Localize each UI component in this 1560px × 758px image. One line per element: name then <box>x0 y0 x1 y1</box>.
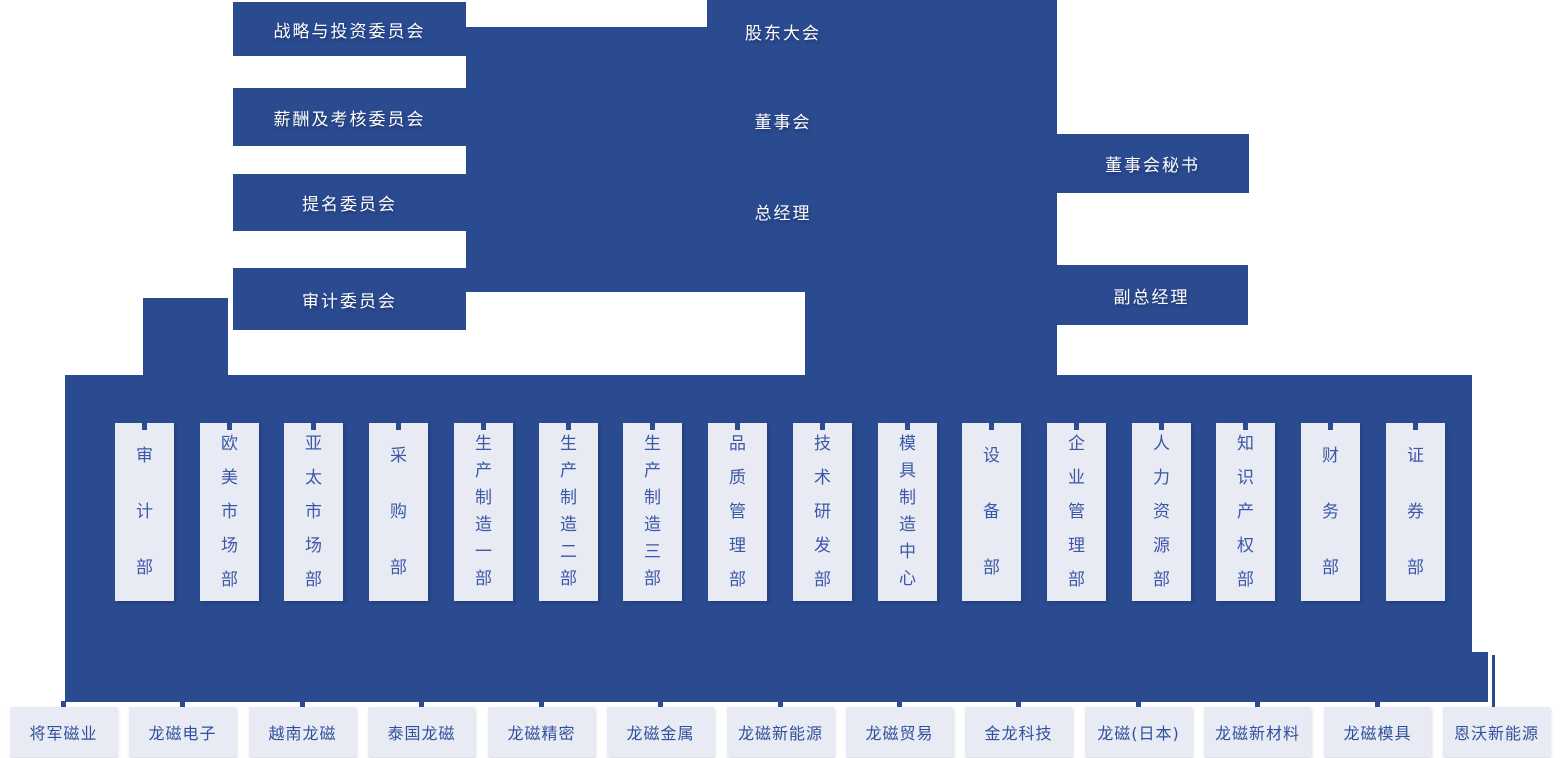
band-right-step <box>1472 652 1488 702</box>
node-board-of-directors: 董事会 <box>754 113 812 133</box>
subsidiary-connector-tick <box>897 701 902 707</box>
department-connector-tick <box>735 423 740 430</box>
department-connector-tick <box>481 423 486 430</box>
committee-node: 战略与投资委员会 <box>233 2 466 56</box>
department-node: 生 产 制 造 一 部 <box>454 423 513 601</box>
center-block-top <box>707 0 1057 292</box>
subsidiary-connector-tick <box>658 701 663 707</box>
department-node: 知 识 产 权 部 <box>1216 423 1275 601</box>
department-connector-tick <box>989 423 994 430</box>
department-node: 生 产 制 造 三 部 <box>623 423 682 601</box>
department-connector-tick <box>1243 423 1248 430</box>
department-node: 审 计 部 <box>115 423 174 601</box>
department-node: 品 质 管 理 部 <box>708 423 767 601</box>
department-label: 品 质 管 理 部 <box>729 434 746 590</box>
node-shareholders-meeting: 股东大会 <box>745 24 821 44</box>
subsidiary-connector-tick <box>419 701 424 707</box>
center-block-riser <box>805 292 1057 378</box>
subsidiary-connector-tick <box>1375 701 1380 707</box>
committee-node: 薪酬及考核委员会 <box>233 88 466 146</box>
subsidiary-node: 龙磁电子 <box>129 707 236 757</box>
subsidiary-node: 金龙科技 <box>965 707 1072 757</box>
department-label: 亚 太 市 场 部 <box>305 434 322 590</box>
subsidiary-connector-tick <box>61 701 66 707</box>
department-label: 采 购 部 <box>390 446 407 578</box>
department-label: 证 券 部 <box>1407 446 1424 578</box>
subsidiary-node: 龙磁新材料 <box>1204 707 1311 757</box>
subsidiary-node: 龙磁贸易 <box>846 707 953 757</box>
subsidiary-connector-tick <box>778 701 783 707</box>
subsidiary-node: 越南龙磁 <box>249 707 356 757</box>
node-board-secretary: 董事会秘书 <box>1056 134 1249 193</box>
subsidiary-node: 恩沃新能源 <box>1443 707 1550 757</box>
subsidiary-node: 龙磁精密 <box>488 707 595 757</box>
department-label: 生 产 制 造 三 部 <box>644 434 661 589</box>
department-connector-tick <box>650 423 655 430</box>
subsidiary-connector-tick <box>539 701 544 707</box>
department-node: 欧 美 市 场 部 <box>200 423 259 601</box>
department-node: 亚 太 市 场 部 <box>284 423 343 601</box>
department-node: 采 购 部 <box>369 423 428 601</box>
department-connector-tick <box>396 423 401 430</box>
node-deputy-general-manager: 副总经理 <box>1055 265 1248 325</box>
department-label: 财 务 部 <box>1322 446 1339 578</box>
department-node: 技 术 研 发 部 <box>793 423 852 601</box>
subsidiary-node: 龙磁金属 <box>607 707 714 757</box>
node-general-manager: 总经理 <box>754 204 812 224</box>
department-connector-tick <box>227 423 232 430</box>
department-node: 证 券 部 <box>1386 423 1445 601</box>
center-block-left <box>466 27 707 292</box>
subsidiary-connector-tick <box>1255 701 1260 707</box>
department-connector-tick <box>142 423 147 430</box>
subsidiary-connector-tick <box>1016 701 1021 707</box>
department-connector-tick <box>1159 423 1164 430</box>
department-label: 模 具 制 造 中 心 <box>899 434 916 589</box>
department-connector-tick <box>905 423 910 430</box>
department-connector-tick <box>1328 423 1333 430</box>
subsidiary-node: 龙磁(日本) <box>1085 707 1192 757</box>
department-connector-tick <box>1074 423 1079 430</box>
department-label: 设 备 部 <box>983 446 1000 578</box>
department-label: 审 计 部 <box>136 446 153 578</box>
subsidiary-node: 龙磁新能源 <box>727 707 834 757</box>
department-label: 人 力 资 源 部 <box>1153 434 1170 590</box>
department-node: 设 备 部 <box>962 423 1021 601</box>
department-label: 企 业 管 理 部 <box>1068 434 1085 590</box>
department-label: 生 产 制 造 一 部 <box>475 434 492 589</box>
subsidiary-connector-tick <box>180 701 185 707</box>
department-node: 财 务 部 <box>1301 423 1360 601</box>
subsidiary-node: 泰国龙磁 <box>368 707 475 757</box>
subsidiary-connector-tick <box>300 701 305 707</box>
department-label: 生 产 制 造 二 部 <box>560 434 577 589</box>
department-label: 技 术 研 发 部 <box>814 434 831 590</box>
department-connector-tick <box>820 423 825 430</box>
department-connector-tick <box>311 423 316 430</box>
department-connector-tick <box>566 423 571 430</box>
department-label: 知 识 产 权 部 <box>1237 434 1254 590</box>
department-node: 企 业 管 理 部 <box>1047 423 1106 601</box>
committee-node: 提名委员会 <box>233 174 466 231</box>
department-node: 人 力 资 源 部 <box>1132 423 1191 601</box>
department-node: 生 产 制 造 二 部 <box>539 423 598 601</box>
left-riser-connector <box>143 298 228 375</box>
subsidiary-node: 将军磁业 <box>10 707 117 757</box>
committee-node: 审计委员会 <box>233 268 466 330</box>
department-label: 欧 美 市 场 部 <box>221 434 238 590</box>
department-node: 模 具 制 造 中 心 <box>878 423 937 601</box>
subsidiary-connector-line <box>1492 655 1495 707</box>
department-connector-tick <box>1413 423 1418 430</box>
subsidiary-connector-tick <box>1136 701 1141 707</box>
subsidiary-node: 龙磁模具 <box>1324 707 1431 757</box>
